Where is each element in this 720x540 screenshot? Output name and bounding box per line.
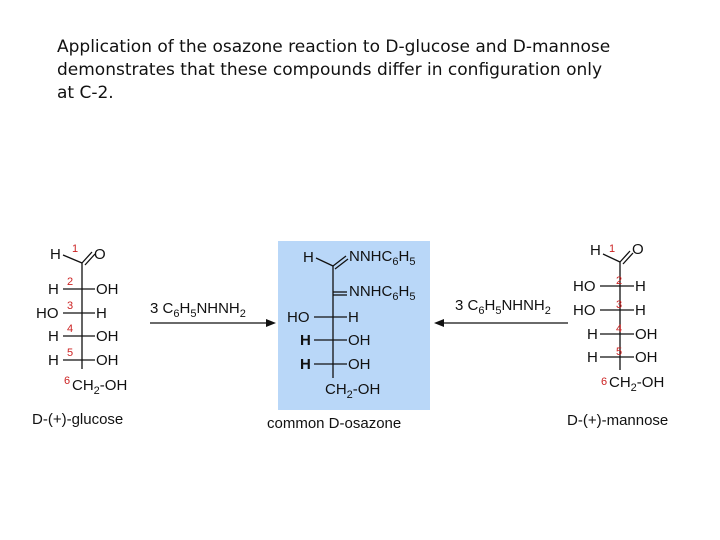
osazone-c3-right: H — [348, 309, 359, 326]
mannose-num-5: 5 — [616, 346, 622, 358]
mannose-num-2: 2 — [616, 275, 622, 287]
mannose-c4-right: OH — [635, 326, 658, 343]
osazone-box — [278, 241, 430, 410]
mannose-c4-left: H — [587, 326, 598, 343]
glucose-c5-right: OH — [96, 352, 119, 369]
osazone-c1-h: H — [303, 249, 314, 266]
osazone-c5-right: OH — [348, 356, 371, 373]
osazone-c1-right: NNHC6H5 — [349, 248, 415, 268]
glucose-num-4: 4 — [67, 323, 73, 335]
glucose-num-1: 1 — [72, 243, 78, 255]
glucose-c2-right: OH — [96, 281, 119, 298]
reagent-right: 3 C6H5NHNH2 — [455, 297, 551, 317]
mannose-c5-right: OH — [635, 349, 658, 366]
glucose-c5-left: H — [48, 352, 59, 369]
osazone-c5-left: H — [300, 356, 311, 373]
glucose-c6: CH2-OH — [72, 377, 127, 397]
glucose-num-3: 3 — [67, 300, 73, 312]
glucose-c3-right: H — [96, 305, 107, 322]
mannose-label: D-(+)-mannose — [567, 412, 668, 429]
glucose-num-5: 5 — [67, 347, 73, 359]
mannose-c1-o: O — [632, 241, 644, 258]
glucose-structure: H 1 O H 2 OH HO 3 H H 4 OH H 5 OH 6 CH2-… — [32, 243, 127, 428]
osazone-c2-right: NNHC6H5 — [349, 283, 415, 303]
mannose-c6: CH2-OH — [609, 374, 664, 394]
glucose-c2-left: H — [48, 281, 59, 298]
mannose-c3-right: H — [635, 302, 646, 319]
glucose-num-2: 2 — [67, 276, 73, 288]
caption: Application of the osazone reaction to D… — [57, 37, 611, 103]
osazone-c4-right: OH — [348, 332, 371, 349]
mannose-num-4: 4 — [616, 323, 622, 335]
osazone-label: common D-osazone — [267, 415, 401, 432]
glucose-num-6: 6 — [64, 375, 70, 387]
mannose-c5-left: H — [587, 349, 598, 366]
glucose-c4-left: H — [48, 328, 59, 345]
mannose-num-6: 6 — [601, 376, 607, 388]
glucose-c3-left: HO — [36, 305, 59, 322]
osazone-c3-left: HO — [287, 309, 310, 326]
osazone-c6: CH2-OH — [325, 381, 380, 401]
osazone-structure: H NNHC6H5 NNHC6H5 HO H H OH H OH CH2-OH — [287, 248, 415, 401]
osazone-c4-left: H — [300, 332, 311, 349]
glucose-c1-o: O — [94, 246, 106, 263]
mannose-structure: H 1 O HO 2 H HO 3 H H 4 OH H 5 OH 6 CH2-… — [567, 241, 668, 429]
mannose-c2-right: H — [635, 278, 646, 295]
mannose-num-3: 3 — [616, 299, 622, 311]
mannose-c3-left: HO — [573, 302, 596, 319]
glucose-label: D-(+)-glucose — [32, 411, 123, 428]
glucose-c1-h: H — [50, 246, 61, 263]
reagent-left: 3 C6H5NHNH2 — [150, 300, 246, 320]
mannose-num-1: 1 — [609, 243, 615, 255]
mannose-c2-left: HO — [573, 278, 596, 295]
glucose-c4-right: OH — [96, 328, 119, 345]
mannose-c1-h: H — [590, 242, 601, 259]
